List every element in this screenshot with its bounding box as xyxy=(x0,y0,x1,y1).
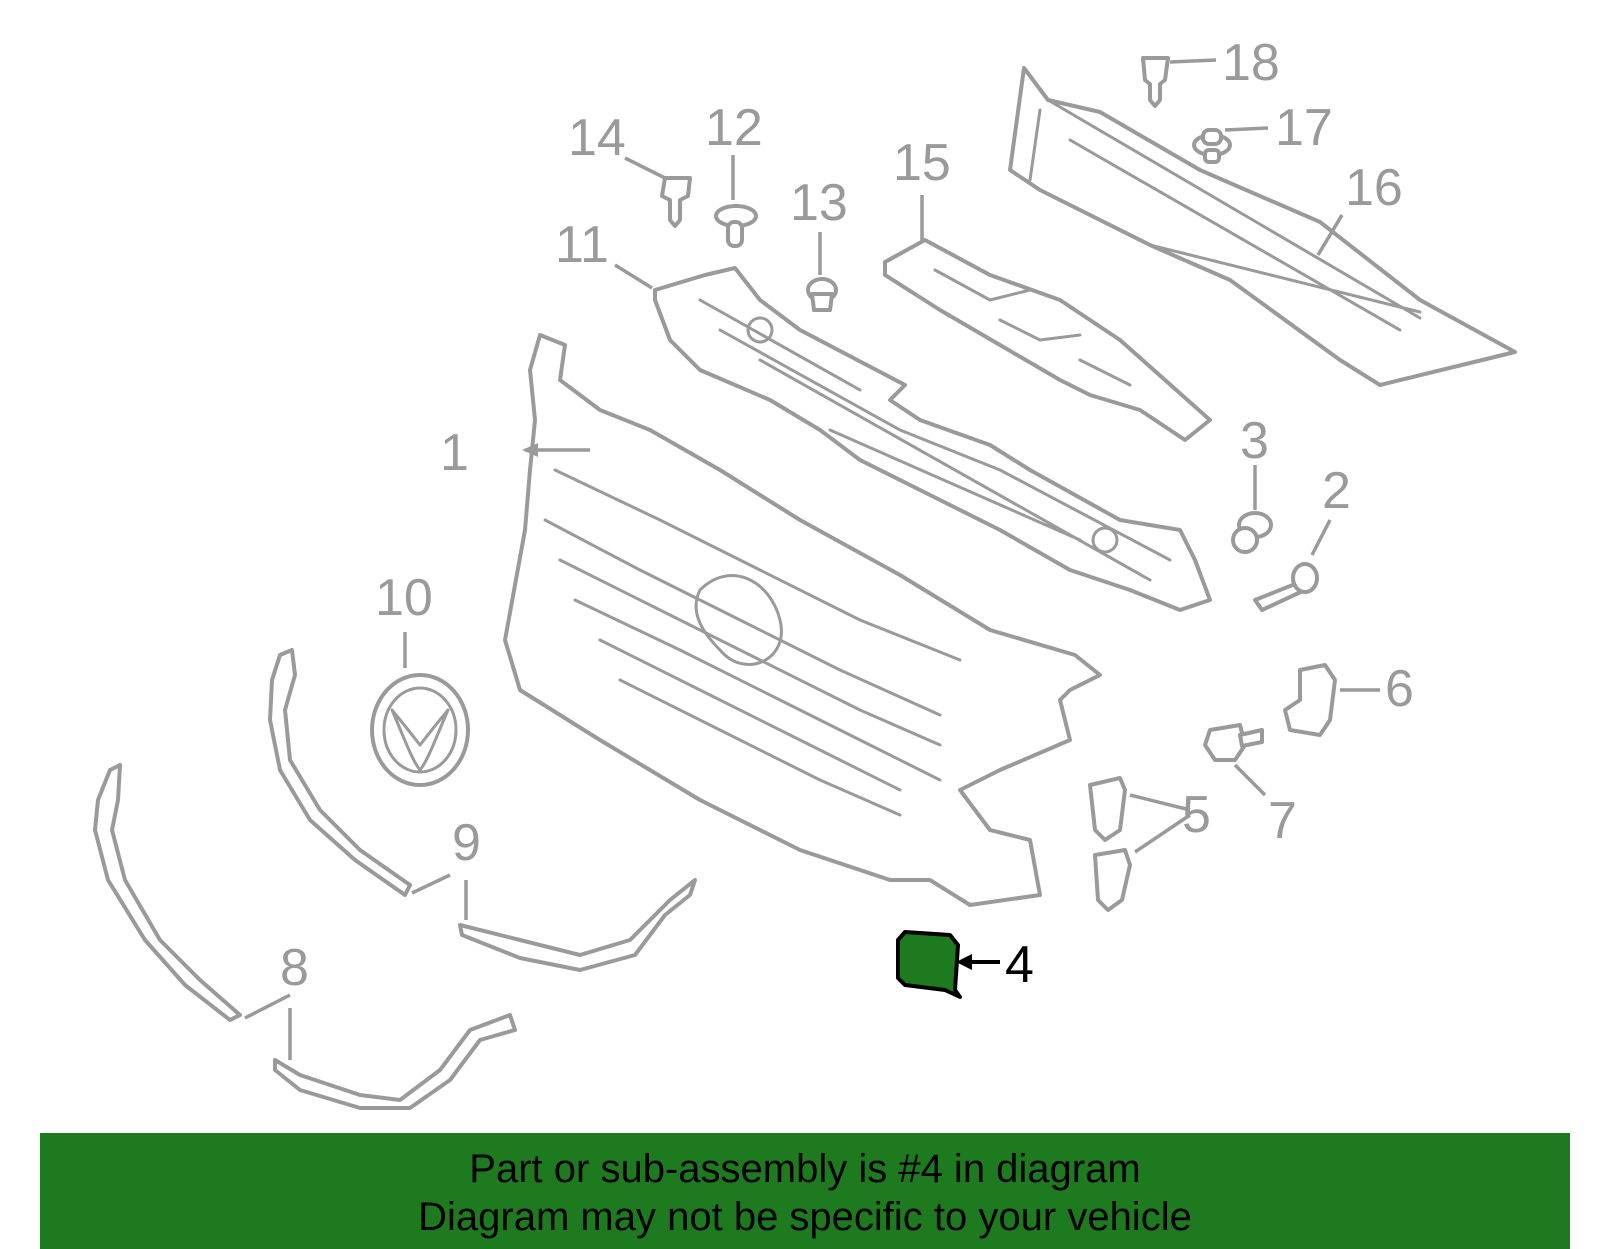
part-1-grille-frame xyxy=(503,333,1102,907)
part-12-push-pin xyxy=(714,204,758,248)
part-3-clip xyxy=(1231,511,1273,554)
part-2-screw xyxy=(1253,562,1319,612)
callout-17: 17 xyxy=(1275,99,1333,157)
callout-labels: 1 2 3 4 5 6 7 8 9 10 11 12 13 14 15 16 1… xyxy=(280,34,1414,997)
part-14-push-pin xyxy=(660,176,692,228)
callout-13: 13 xyxy=(790,174,848,232)
callout-14: 14 xyxy=(568,109,626,167)
part-10-emblem xyxy=(370,673,470,787)
part-18-push-pin xyxy=(1141,56,1170,108)
part-16-upper-cover xyxy=(1008,66,1517,387)
callout-11: 11 xyxy=(555,216,609,274)
callout-12: 12 xyxy=(705,99,763,157)
callout-7: 7 xyxy=(1268,792,1297,850)
part-11-upper-reinforcement xyxy=(653,266,1212,612)
callout-4: 4 xyxy=(1005,936,1034,994)
banner-line-2: Diagram may not be specific to your vehi… xyxy=(418,1195,1192,1239)
callout-5: 5 xyxy=(1182,786,1211,844)
part-7-retainer xyxy=(1203,723,1264,762)
leader-highlighted xyxy=(956,954,1000,970)
callout-15: 15 xyxy=(893,134,951,192)
callout-3: 3 xyxy=(1240,412,1269,470)
part-9-upper-molding xyxy=(268,648,697,972)
info-banner: Part or sub-assembly is #4 in diagram Di… xyxy=(40,1133,1570,1249)
leader-lines xyxy=(244,58,1380,1060)
part-5-brackets xyxy=(1088,776,1132,912)
callout-1: 1 xyxy=(440,424,469,482)
part-4-highlighted xyxy=(896,930,962,999)
part-17-clip xyxy=(1192,128,1232,164)
banner-line-1: Part or sub-assembly is #4 in diagram xyxy=(469,1147,1141,1191)
callout-18: 18 xyxy=(1222,34,1280,92)
callout-10: 10 xyxy=(375,569,433,627)
part-6-bracket xyxy=(1283,663,1337,737)
part-15-seal-plate xyxy=(883,238,1212,442)
callout-6: 6 xyxy=(1385,660,1414,718)
callout-2: 2 xyxy=(1322,462,1351,520)
part-8-lower-molding xyxy=(93,763,517,1110)
callout-8: 8 xyxy=(280,939,309,997)
part-13-clip xyxy=(806,277,838,312)
callout-9: 9 xyxy=(452,814,481,872)
callout-16: 16 xyxy=(1345,159,1403,217)
